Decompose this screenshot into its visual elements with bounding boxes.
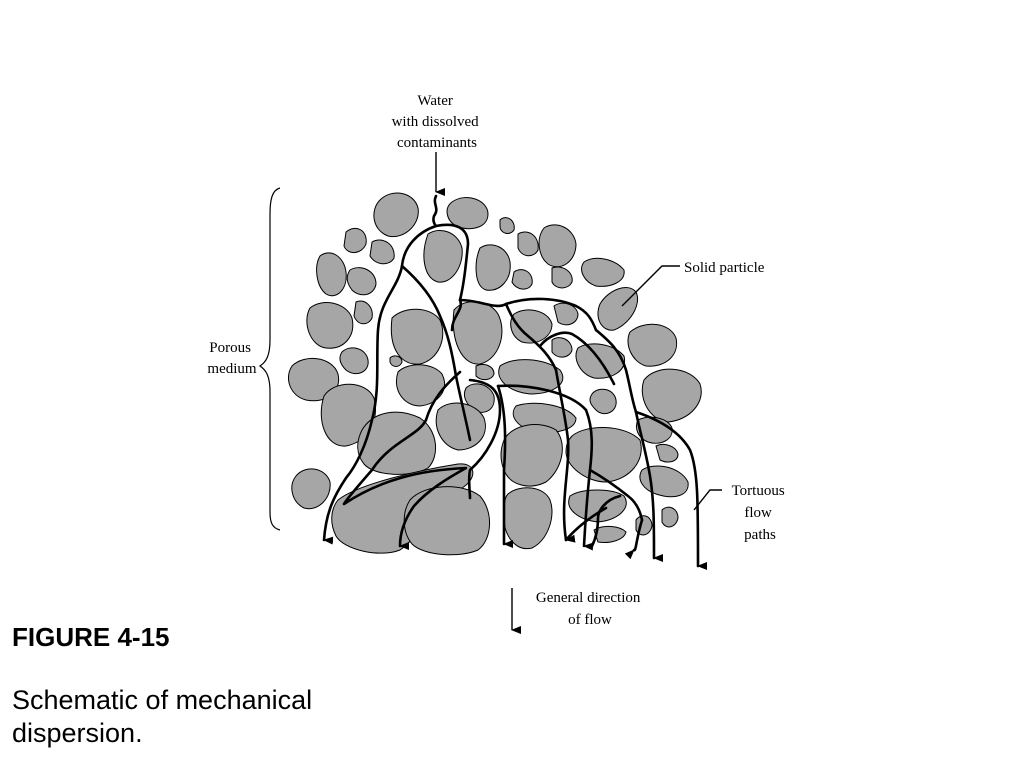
solid-particle (452, 301, 503, 365)
flow-path (594, 328, 638, 414)
solid-particle (597, 287, 638, 331)
solid-particle (463, 383, 495, 413)
solid-particle (316, 252, 347, 297)
flow-path (554, 368, 576, 543)
flow-path (564, 506, 608, 542)
solid-particle (511, 269, 533, 290)
solid-particle (551, 266, 573, 289)
solid-particle (389, 355, 403, 367)
flow-path (434, 223, 470, 332)
solid-particle (639, 465, 689, 498)
solid-particle (627, 323, 678, 367)
flow-path (504, 302, 558, 372)
solid-particle (551, 337, 573, 358)
flow-path (496, 384, 588, 412)
solid-particle (655, 443, 679, 463)
solid-particle (500, 424, 563, 487)
solid-particle (373, 192, 419, 238)
flow-path (634, 410, 664, 562)
solid-particle (510, 309, 553, 344)
solid-particle (403, 486, 491, 556)
solid-particle (499, 217, 515, 234)
porous-medium-label: Porous medium (207, 340, 256, 377)
solid-particle (343, 228, 367, 253)
solid-particle (661, 506, 679, 528)
tortuous-leader (693, 489, 722, 511)
flow-path (634, 410, 708, 570)
solid-particle (353, 300, 373, 325)
solid-particle-leader (621, 265, 680, 307)
flow-path (342, 370, 468, 551)
figure-number: FIGURE 4-15 (12, 622, 170, 652)
solid-particle (396, 364, 445, 407)
tortuous-flow-paths (322, 194, 708, 570)
solid-particle (503, 487, 553, 550)
solid-particle (593, 525, 627, 543)
tortuous-flow-paths-label: Tortuous flow paths (732, 483, 789, 543)
flow-path (588, 468, 644, 522)
solid-particle (517, 231, 539, 257)
solid-particle (369, 239, 395, 265)
entry-wiggle (432, 194, 438, 228)
flow-path (467, 378, 502, 500)
solid-particle (446, 197, 489, 230)
flow-path (458, 297, 598, 332)
solid-particle (339, 347, 369, 375)
solid-particle (565, 426, 642, 483)
solid-particle (435, 402, 486, 451)
porous-medium-brace (258, 187, 281, 531)
solid-particle (538, 224, 577, 268)
solid-particle (346, 267, 377, 296)
solid-particle (475, 363, 495, 381)
solid-particle (423, 230, 463, 283)
solid-particle (641, 368, 702, 423)
flow-path (400, 264, 472, 442)
flow-path (624, 518, 644, 560)
general-direction-label: General direction of flow (536, 590, 644, 628)
solid-particle-label: Solid particle (684, 260, 765, 276)
solid-particle (581, 257, 625, 287)
solid-particle (553, 302, 579, 326)
flow-path (496, 384, 513, 548)
solid-particle (291, 468, 331, 510)
solid-particle (306, 302, 354, 349)
water-label: Water with dissolved contaminants (392, 93, 483, 151)
solid-particle (390, 308, 444, 365)
figure-caption: Schematic of mechanical dispersion. (12, 685, 313, 748)
flow-path (538, 331, 616, 386)
solid-particle (475, 244, 511, 291)
flow-path (590, 494, 622, 548)
solid-particle (589, 388, 617, 415)
